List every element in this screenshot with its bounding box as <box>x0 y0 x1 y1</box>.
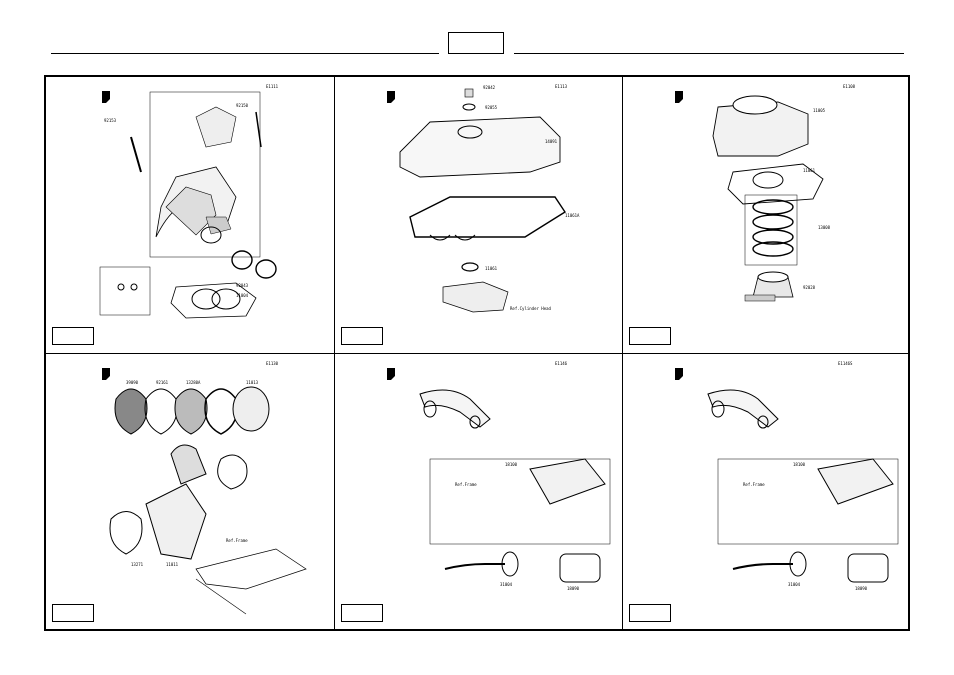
svg-text:92042: 92042 <box>483 85 496 90</box>
kawasaki-logo-icon <box>387 91 395 103</box>
ref-text: Ref.Frame <box>226 538 248 543</box>
figure-label <box>341 327 383 345</box>
diagram-cylinder-piston[interactable]: E1108 11005 11061 13008 92028 <box>623 77 911 353</box>
parts-diagram-grid: E1111 92043 11004 92153 92150 <box>44 75 910 631</box>
diagram-muffler-b[interactable]: E1146S Ref.Frame 18100 31004 18090 <box>623 354 911 630</box>
ref-text: Ref.Frame <box>743 482 765 487</box>
svg-text:92028: 92028 <box>803 285 816 290</box>
figure-code: E1113 <box>555 84 568 89</box>
svg-text:31004: 31004 <box>788 582 801 587</box>
svg-text:13280A: 13280A <box>186 380 201 385</box>
header-page-box <box>448 32 504 54</box>
kawasaki-logo-icon <box>387 368 395 380</box>
svg-text:18090: 18090 <box>855 586 868 591</box>
svg-text:13271: 13271 <box>131 562 144 567</box>
figure-label <box>52 327 94 345</box>
muffler-a-drawing: E1146 Ref.Frame 18100 31004 18090 <box>387 361 611 591</box>
svg-text:31004: 31004 <box>500 582 513 587</box>
figure-code: E1108 <box>843 84 856 89</box>
svg-text:39090: 39090 <box>126 380 139 385</box>
muffler-b-drawing: E1146S Ref.Frame 18100 31004 18090 <box>675 361 899 591</box>
svg-text:11061: 11061 <box>803 168 816 173</box>
kawasaki-logo-icon <box>675 368 683 380</box>
svg-text:11061: 11061 <box>485 266 498 271</box>
diagram-cylinder-head[interactable]: E1111 92043 11004 92153 92150 <box>46 77 334 353</box>
diagram-muffler-a[interactable]: E1146 Ref.Frame 18100 31004 18090 <box>335 354 623 630</box>
svg-text:92055: 92055 <box>485 105 498 110</box>
kawasaki-logo-icon <box>675 91 683 103</box>
figure-code: E1111 <box>266 84 279 89</box>
figure-code: E1130 <box>266 361 279 366</box>
figure-label <box>52 604 94 622</box>
figure-code: E1146 <box>555 361 568 366</box>
svg-text:14091: 14091 <box>545 139 558 144</box>
svg-text:92153: 92153 <box>104 118 117 123</box>
diagram-cylinder-head-cover[interactable]: E1113 Ref.Cylinder Head 92042 92055 1409… <box>335 77 623 353</box>
svg-text:92043: 92043 <box>236 283 249 288</box>
header-rule-right <box>514 53 904 54</box>
svg-text:18090: 18090 <box>567 586 580 591</box>
diagram-air-cleaner[interactable]: E1130 Ref.Frame 39090 92161 13280A 11013… <box>46 354 334 630</box>
svg-text:92150: 92150 <box>236 103 249 108</box>
svg-text:13008: 13008 <box>818 225 831 230</box>
svg-text:11004: 11004 <box>236 293 249 298</box>
svg-text:18100: 18100 <box>505 462 518 467</box>
grid-divider-row <box>46 353 908 354</box>
header-rule-left <box>51 53 439 54</box>
svg-text:11011: 11011 <box>166 562 179 567</box>
svg-text:11061A: 11061A <box>565 213 580 218</box>
cylinder-piston-drawing: E1108 11005 11061 13008 92028 <box>675 84 856 302</box>
ref-text: Ref.Cylinder Head <box>510 306 552 311</box>
air-cleaner-drawing: E1130 Ref.Frame 39090 92161 13280A 11013… <box>102 361 307 615</box>
svg-text:11013: 11013 <box>246 380 259 385</box>
figure-label <box>629 604 671 622</box>
ref-text: Ref.Frame <box>455 482 477 487</box>
head-cover-drawing: E1113 Ref.Cylinder Head 92042 92055 1409… <box>387 84 580 313</box>
svg-text:11005: 11005 <box>813 108 826 113</box>
cylinder-head-drawing: E1111 92043 11004 92153 92150 <box>99 84 279 319</box>
kawasaki-logo-icon <box>102 368 110 380</box>
svg-text:18100: 18100 <box>793 462 806 467</box>
figure-label <box>629 327 671 345</box>
svg-text:92161: 92161 <box>156 380 169 385</box>
figure-code: E1146S <box>838 361 853 366</box>
kawasaki-logo-icon <box>102 91 110 103</box>
figure-label <box>341 604 383 622</box>
